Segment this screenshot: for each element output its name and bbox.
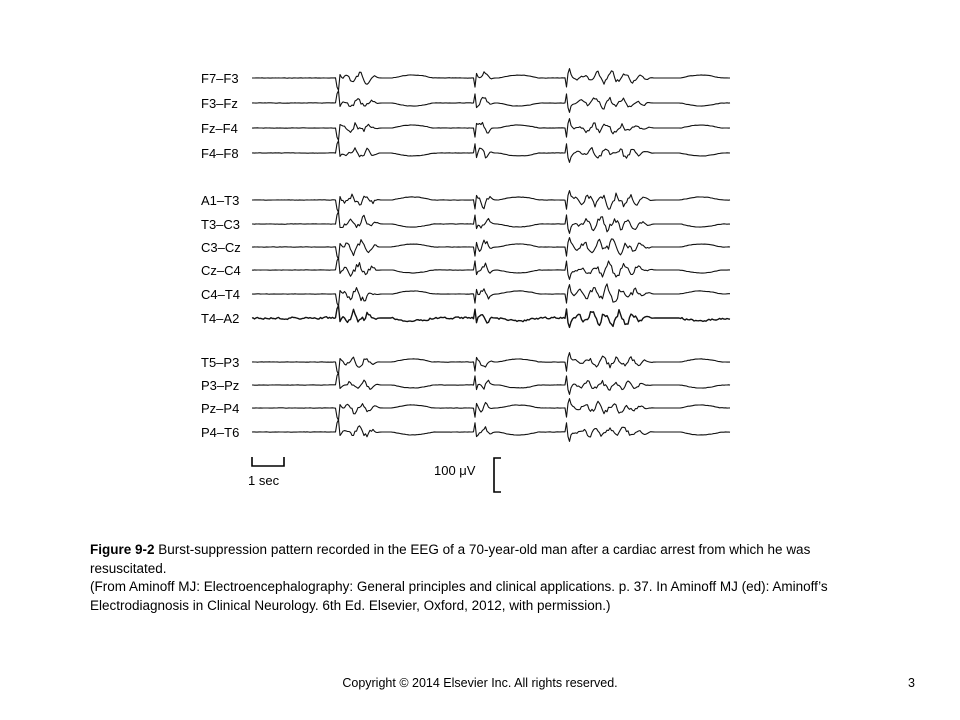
eeg-trace	[251, 90, 731, 113]
eeg-trace	[251, 283, 730, 307]
channel-label: T3–C3	[201, 217, 240, 232]
channel-label: T5–P3	[201, 355, 239, 370]
figure-label: Figure 9-2	[90, 542, 155, 557]
eeg-trace	[252, 372, 731, 395]
channel-label: Fz–F4	[201, 121, 238, 136]
figure-caption: Figure 9-2 Burst-suppression pattern rec…	[90, 541, 860, 615]
eeg-trace	[251, 398, 731, 421]
page-number: 3	[908, 676, 915, 690]
eeg-trace	[251, 118, 731, 141]
channel-label: F7–F3	[201, 71, 239, 86]
channel-label: F4–F8	[201, 146, 239, 161]
eeg-trace	[251, 352, 730, 375]
amplitude-scale-bar	[493, 457, 501, 493]
channel-label: C4–T4	[201, 287, 240, 302]
caption-main: Figure 9-2 Burst-suppression pattern rec…	[90, 541, 860, 578]
eeg-figure: F7–F3F3–FzFz–F4F4–F8A1–T3T3–C3C3–CzCz–C4…	[201, 68, 731, 493]
figure-description: Burst-suppression pattern recorded in th…	[90, 542, 811, 576]
eeg-trace	[251, 419, 731, 442]
eeg-trace	[251, 257, 730, 280]
eeg-trace	[251, 305, 731, 329]
scale-bars: 1 sec 100 μV	[248, 457, 501, 493]
channel-label: F3–Fz	[201, 96, 238, 111]
eeg-trace	[252, 68, 730, 91]
copyright-notice: Copyright © 2014 Elsevier Inc. All right…	[342, 676, 618, 690]
eeg-trace	[251, 237, 731, 260]
channel-label: T4–A2	[201, 311, 239, 326]
amplitude-scale-label: 100 μV	[434, 463, 476, 478]
caption-source: (From Aminoff MJ: Electroencephalography…	[90, 579, 828, 613]
channel-label: A1–T3	[201, 193, 239, 208]
time-scale-label: 1 sec	[248, 473, 280, 488]
channel-label: Cz–C4	[201, 263, 241, 278]
channel-label: Pz–P4	[201, 401, 239, 416]
eeg-trace	[252, 190, 731, 213]
eeg-trace	[252, 211, 731, 234]
time-scale-bar	[251, 457, 285, 467]
channel-label: P4–T6	[201, 425, 239, 440]
eeg-trace	[251, 140, 731, 163]
eeg-channels: F7–F3F3–FzFz–F4F4–F8A1–T3T3–C3C3–CzCz–C4…	[201, 68, 731, 442]
channel-label: P3–Pz	[201, 378, 239, 393]
channel-label: C3–Cz	[201, 240, 241, 255]
